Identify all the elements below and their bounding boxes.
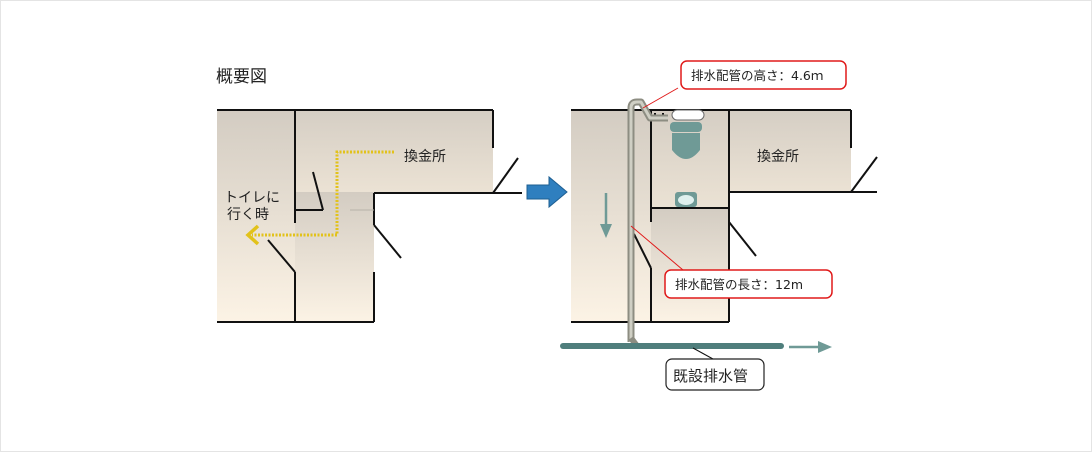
route-label-line2: 行く時 bbox=[227, 207, 269, 223]
exchange-label-after: 換金所 bbox=[757, 149, 799, 165]
door-swing bbox=[850, 156, 878, 193]
existing-pipe-callout-text: 既設排水管 bbox=[673, 367, 748, 385]
length-callout-text: 排水配管の長さ：12m bbox=[675, 277, 803, 292]
toilet-icon bbox=[670, 109, 705, 159]
route-label-line1: トイレに bbox=[224, 190, 280, 206]
flow-down-arrow-icon bbox=[600, 193, 612, 238]
height-callout-box bbox=[680, 60, 847, 90]
door-swing bbox=[267, 239, 296, 273]
callout-leader bbox=[692, 347, 714, 360]
callout-leader bbox=[630, 225, 684, 271]
door-swing bbox=[312, 171, 324, 211]
existing-pipe-callout-box bbox=[665, 358, 765, 391]
route-arrow-icon bbox=[245, 224, 260, 246]
length-callout-box bbox=[664, 269, 833, 299]
callout-leader bbox=[642, 87, 679, 109]
center-corridor-floor bbox=[295, 192, 374, 322]
height-callout-text: 排水配管の高さ：4.6ｍ bbox=[691, 68, 823, 83]
exchange-room-floor bbox=[729, 110, 851, 192]
right-arrow-icon bbox=[526, 175, 568, 209]
diagram-title: 概要図 bbox=[216, 67, 267, 87]
left-corridor-floor bbox=[217, 110, 295, 322]
route-path bbox=[252, 150, 394, 237]
door-swing bbox=[728, 221, 757, 257]
center-corridor-floor bbox=[651, 208, 729, 322]
door-swing bbox=[633, 233, 652, 269]
door-swing bbox=[492, 157, 519, 194]
sink-icon bbox=[675, 192, 697, 207]
before-floor-plan: 換金所 トイレに 行く時 bbox=[217, 109, 522, 323]
exchange-label-before: 換金所 bbox=[404, 149, 446, 165]
flow-right-arrow-icon bbox=[789, 341, 832, 353]
left-corridor-floor bbox=[571, 110, 651, 322]
drain-pipe-highlight bbox=[629, 100, 668, 342]
door-swing bbox=[373, 224, 402, 259]
after-floor-plan: 換金所 排水配管の高さ：4.6ｍ 排水配管の長さ：12m 既設排水管 bbox=[560, 60, 878, 391]
